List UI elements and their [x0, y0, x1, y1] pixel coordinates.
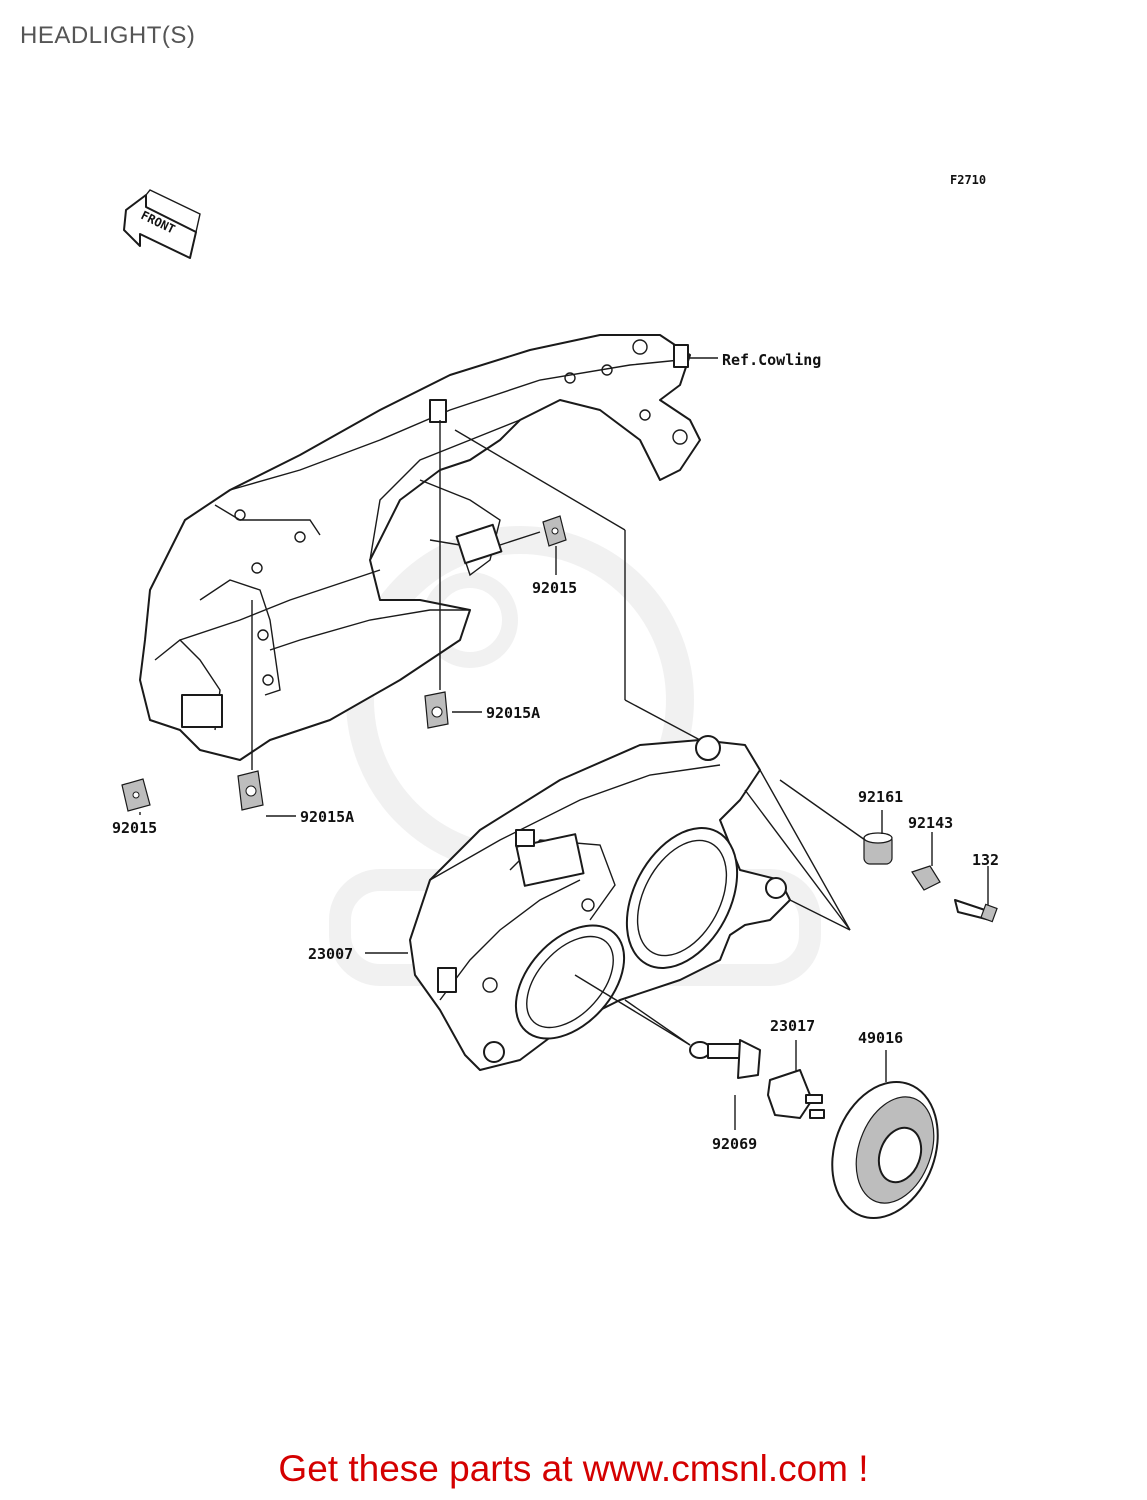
callout-nut-center: 92015A [486, 704, 540, 722]
callout-bulb: 92069 [712, 1135, 757, 1153]
callout-nut-left: 92015A [300, 808, 354, 826]
callout-collar: 92143 [908, 814, 953, 832]
screw [954, 866, 998, 923]
nut-left [237, 770, 296, 817]
nut-center [424, 691, 482, 729]
bulb [689, 1039, 761, 1130]
callout-cover: 49016 [858, 1029, 903, 1047]
callout-socket: 23017 [770, 1017, 815, 1035]
figure-code: F2710 [950, 173, 986, 187]
grommet [863, 810, 893, 865]
front-arrow-icon: FRONT [123, 189, 201, 259]
footer-link[interactable]: Get these parts at www.cmsnl.com ! [278, 1448, 869, 1489]
cover [831, 1050, 939, 1219]
reference-label: Ref.Cowling [722, 351, 821, 369]
headlight-assembly [409, 735, 791, 1071]
callout-screw: 132 [972, 851, 999, 869]
page-title: HEADLIGHT(S) [20, 22, 196, 49]
callout-grommet: 92161 [858, 788, 903, 806]
callout-headlight-assembly: 23007 [308, 945, 353, 963]
headlight-bracket [139, 334, 701, 761]
callout-clip-left: 92015 [112, 819, 157, 837]
parts-diagram: FRONT F2710 92015 [112, 173, 999, 1219]
clip-upper-right [542, 515, 567, 575]
collar [911, 832, 941, 891]
clip-left [121, 778, 151, 815]
callout-clip-upper-right: 92015 [532, 579, 577, 597]
socket [767, 1040, 825, 1119]
